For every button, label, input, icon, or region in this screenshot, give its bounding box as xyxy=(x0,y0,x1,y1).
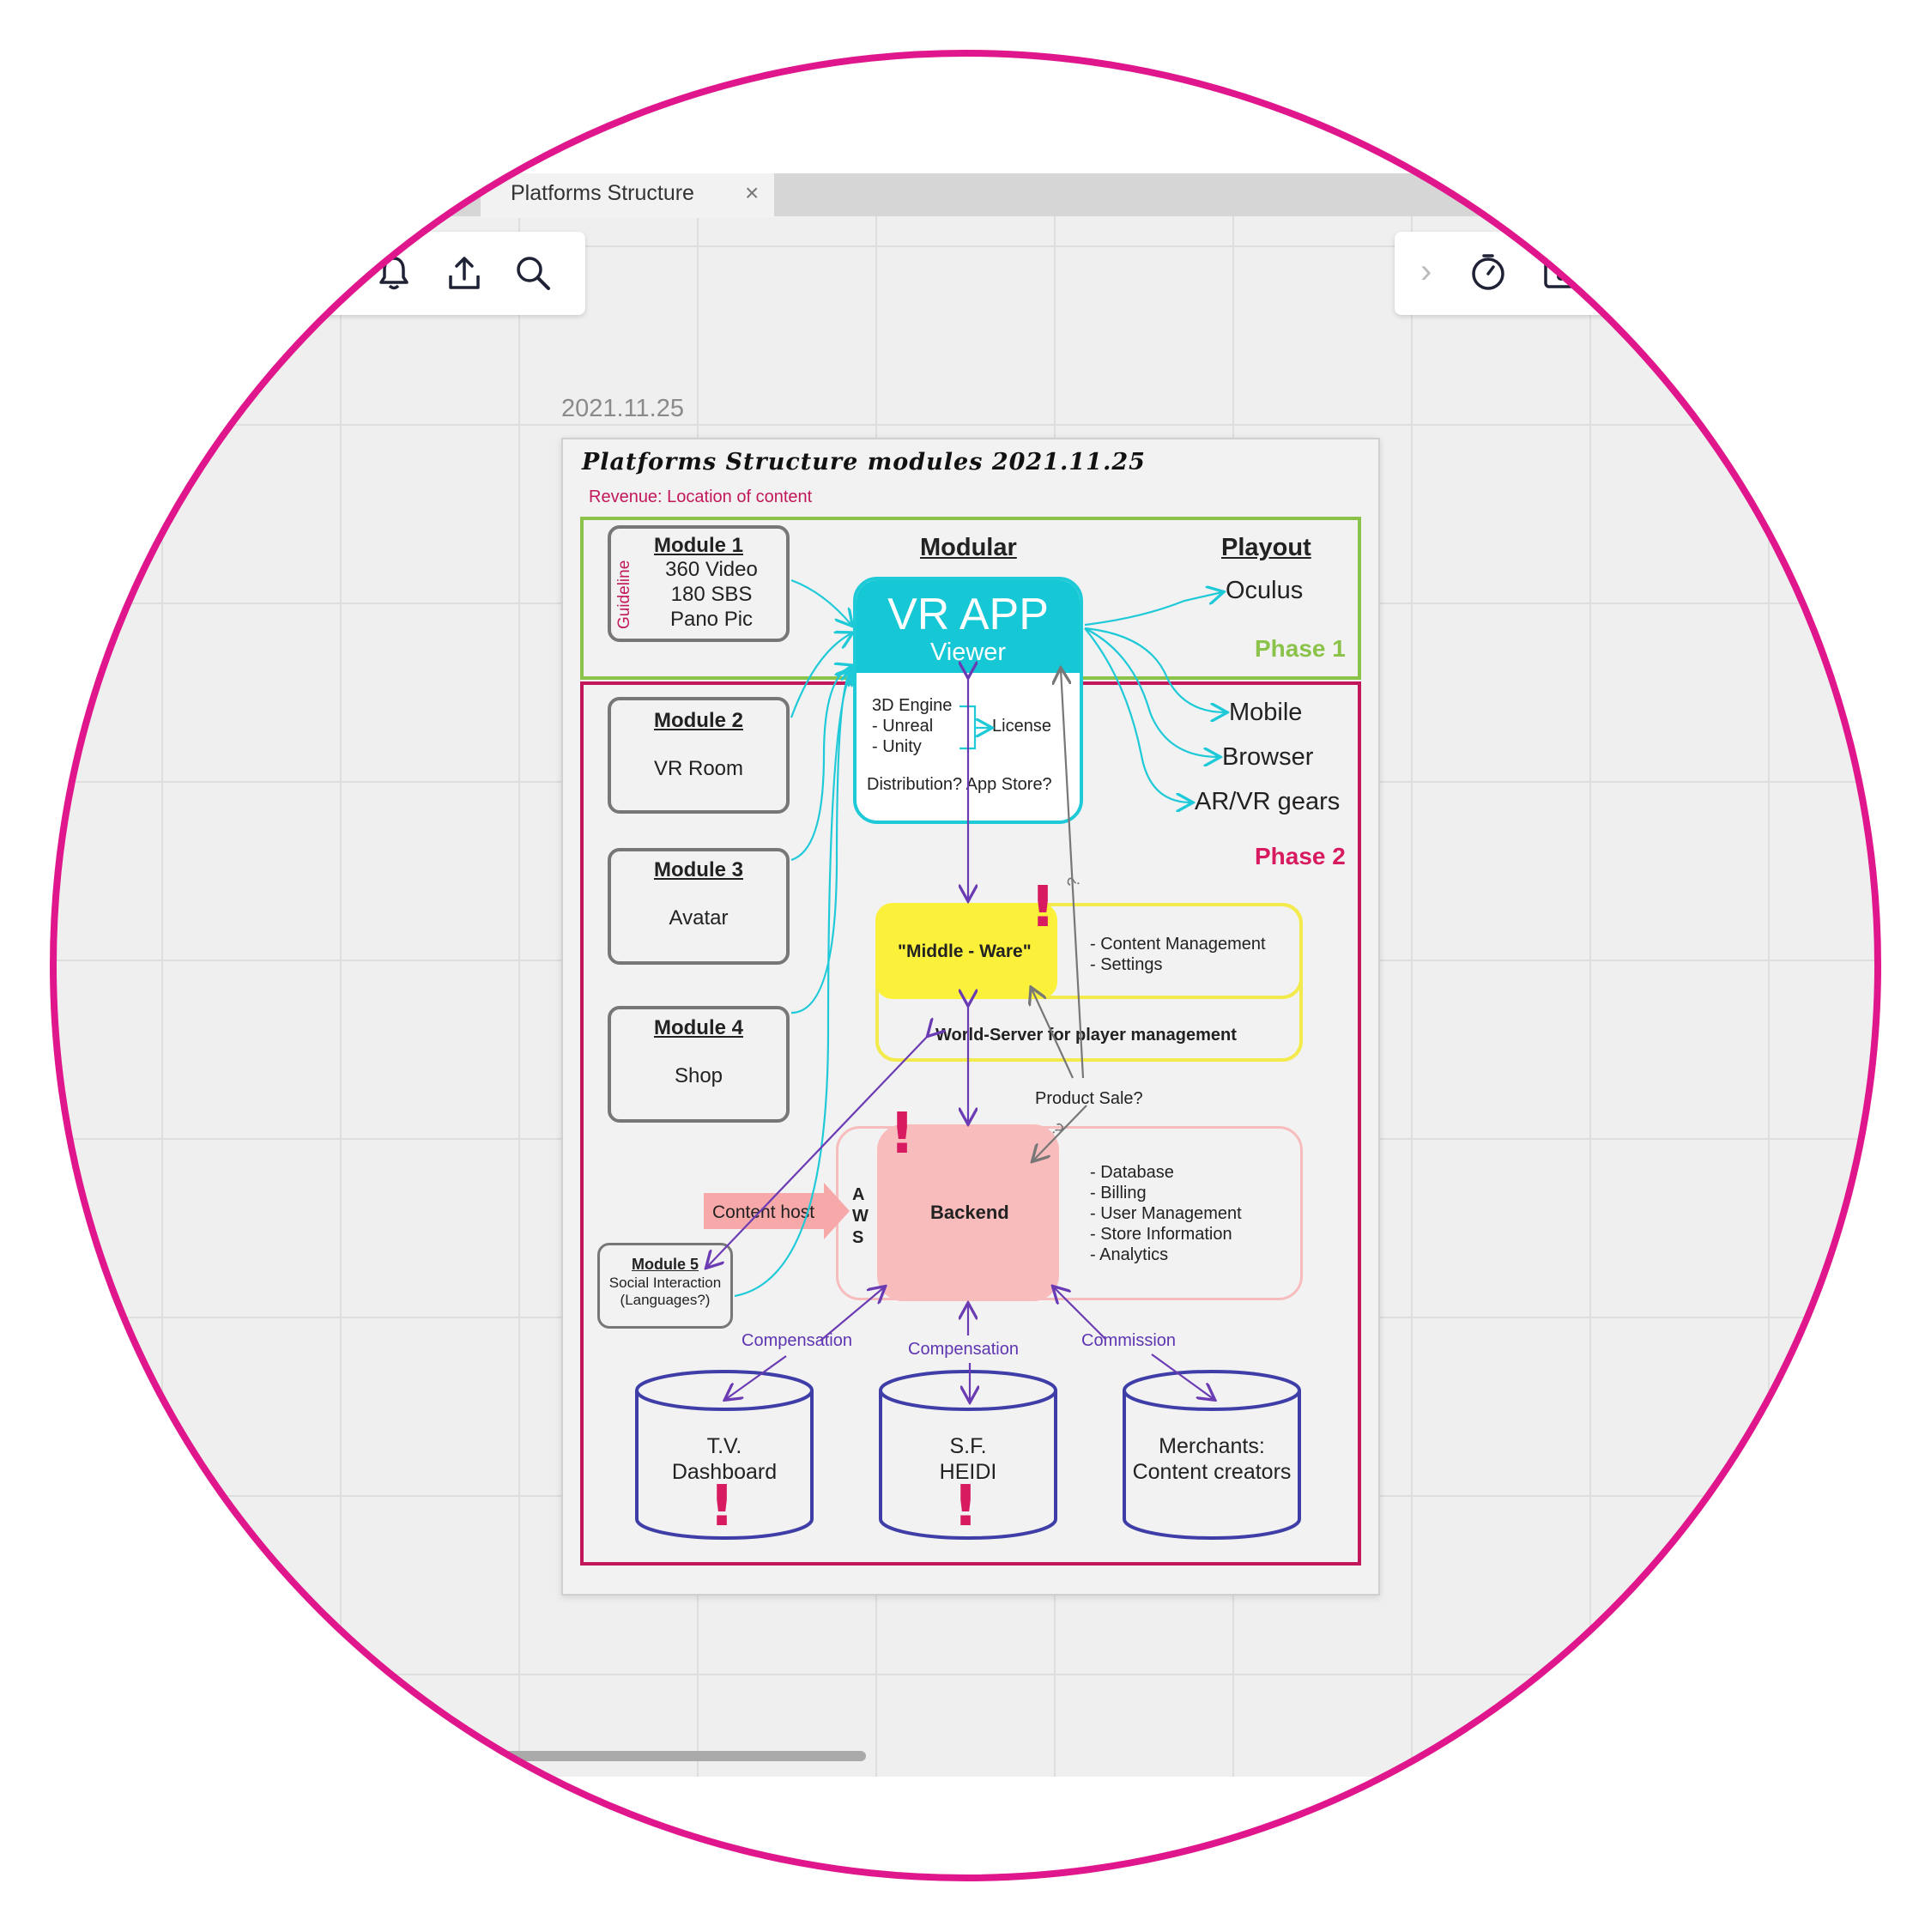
middleware-box[interactable] xyxy=(875,903,1057,999)
module-2-text: VR Room xyxy=(653,757,744,780)
tab-strip xyxy=(50,173,1881,216)
flow-label-compensation-2: Compensation xyxy=(908,1340,1019,1359)
tab-title[interactable]: Platforms Structure xyxy=(511,181,694,205)
toolbar-left xyxy=(257,232,585,315)
module-1-text: 360 Video 180 SBS Pano Pic xyxy=(665,558,758,631)
middleware-title: "Middle - Ware" xyxy=(898,942,1032,961)
playout-heading: Playout xyxy=(1221,534,1311,561)
timer-icon[interactable] xyxy=(1468,252,1508,292)
module-3-title: Module 3 xyxy=(653,858,743,881)
flow-label-commission: Commission xyxy=(1081,1331,1177,1350)
connector-layer xyxy=(50,578,1881,1881)
vr-app-engine: 3D Engine - Unreal - Unity xyxy=(872,696,953,756)
module-1-title: Module 1 xyxy=(653,534,743,557)
vr-app-header: VR APP Viewer xyxy=(857,580,1080,673)
modular-heading: Modular xyxy=(920,534,1017,561)
connector-productsale-vrapp xyxy=(1061,669,1085,1079)
revenue-note: Revenue: Location of content xyxy=(589,488,813,506)
tab-close-icon[interactable]: × xyxy=(745,179,760,206)
vr-app-title: VR APP xyxy=(887,590,1049,639)
search-icon[interactable] xyxy=(513,253,553,293)
connector-module1-vrapp xyxy=(790,578,851,625)
playout-oculus: Oculus xyxy=(1226,577,1304,604)
module-3-bubble[interactable]: Module 3 Avatar xyxy=(608,848,790,965)
tab-platforms-structure[interactable] xyxy=(481,173,774,218)
connector-arvr xyxy=(1084,627,1191,802)
chevron-right-icon[interactable]: › xyxy=(1420,252,1432,290)
middleware-details: - Content Management - Settings xyxy=(1090,935,1266,974)
connector-tv-down xyxy=(726,1355,787,1399)
phase2-label: Phase 2 xyxy=(1255,843,1346,869)
board-date: 2021.11.25 xyxy=(561,395,684,422)
backend-details: - Database - Billing - User Management -… xyxy=(1090,1163,1242,1264)
connector-tv-backend xyxy=(820,1287,884,1341)
canvas-area: Platforms Structure × › xyxy=(50,50,1881,1881)
connector-module2-vrapp xyxy=(790,633,851,718)
sf-heidi-alert-icon: ! xyxy=(953,1473,979,1539)
connector-merchants-down xyxy=(1151,1354,1214,1399)
phase1-label: Phase 1 xyxy=(1255,635,1346,662)
module-5-bubble[interactable]: Module 5 Social Interaction (Languages?) xyxy=(597,1243,733,1329)
board-title: Platforms Structure modules 2021.11.25 xyxy=(582,449,1146,475)
canvas-viewport[interactable]: Platforms Structure × › xyxy=(50,50,1881,1881)
connector-engine-license xyxy=(959,705,990,750)
middleware-alert-icon: ! xyxy=(1030,874,1056,940)
connector-worldserver-module5 xyxy=(707,1035,929,1267)
playout-arvr-gears: AR/VR gears xyxy=(1195,788,1341,815)
bell-icon[interactable] xyxy=(374,253,414,293)
connector-browser xyxy=(1084,627,1219,757)
horizontal-scrollbar[interactable] xyxy=(493,1751,866,1761)
connector-oculus xyxy=(1084,592,1222,627)
connector-merchants-backend xyxy=(1054,1287,1106,1340)
sf-heidi-label: S.F. HEIDI xyxy=(939,1434,997,1484)
tv-dashboard-label: T.V. Dashboard xyxy=(671,1434,778,1484)
connector-mobile xyxy=(1084,627,1226,712)
vr-app-box[interactable]: VR APP Viewer xyxy=(853,577,1083,824)
merchants-label: Merchants: Content creators xyxy=(1132,1434,1292,1484)
module-3-text: Avatar xyxy=(669,906,729,930)
merchants-store[interactable] xyxy=(1123,1370,1301,1548)
flow-label-compensation-1: Compensation xyxy=(742,1331,852,1350)
playout-browser: Browser xyxy=(1222,743,1314,771)
module-5-text: Social Interaction (Languages?) xyxy=(608,1275,722,1309)
vr-app-distribution: Distribution? App Store? xyxy=(867,775,1052,794)
module-2-title: Module 2 xyxy=(653,709,743,732)
tv-dashboard-alert-icon: ! xyxy=(709,1473,735,1539)
module-1-bubble[interactable]: Module 1 360 Video 180 SBS Pano Pic xyxy=(608,525,790,642)
product-sale-label: Product Sale? xyxy=(1035,1089,1143,1108)
connector-module5-vrapp xyxy=(734,669,853,1298)
module-5-title: Module 5 xyxy=(631,1256,699,1273)
image-icon[interactable] xyxy=(1541,252,1580,292)
module-2-bubble[interactable]: Module 2 VR Room xyxy=(608,697,790,814)
toolbar-right: › xyxy=(1395,232,1652,315)
upload-icon[interactable] xyxy=(445,253,484,293)
connector-module4-vrapp xyxy=(790,669,851,1014)
connector-productsale-backend xyxy=(1033,1105,1087,1160)
playout-mobile: Mobile xyxy=(1229,699,1303,726)
connector-productsale-middleware xyxy=(1032,989,1074,1079)
